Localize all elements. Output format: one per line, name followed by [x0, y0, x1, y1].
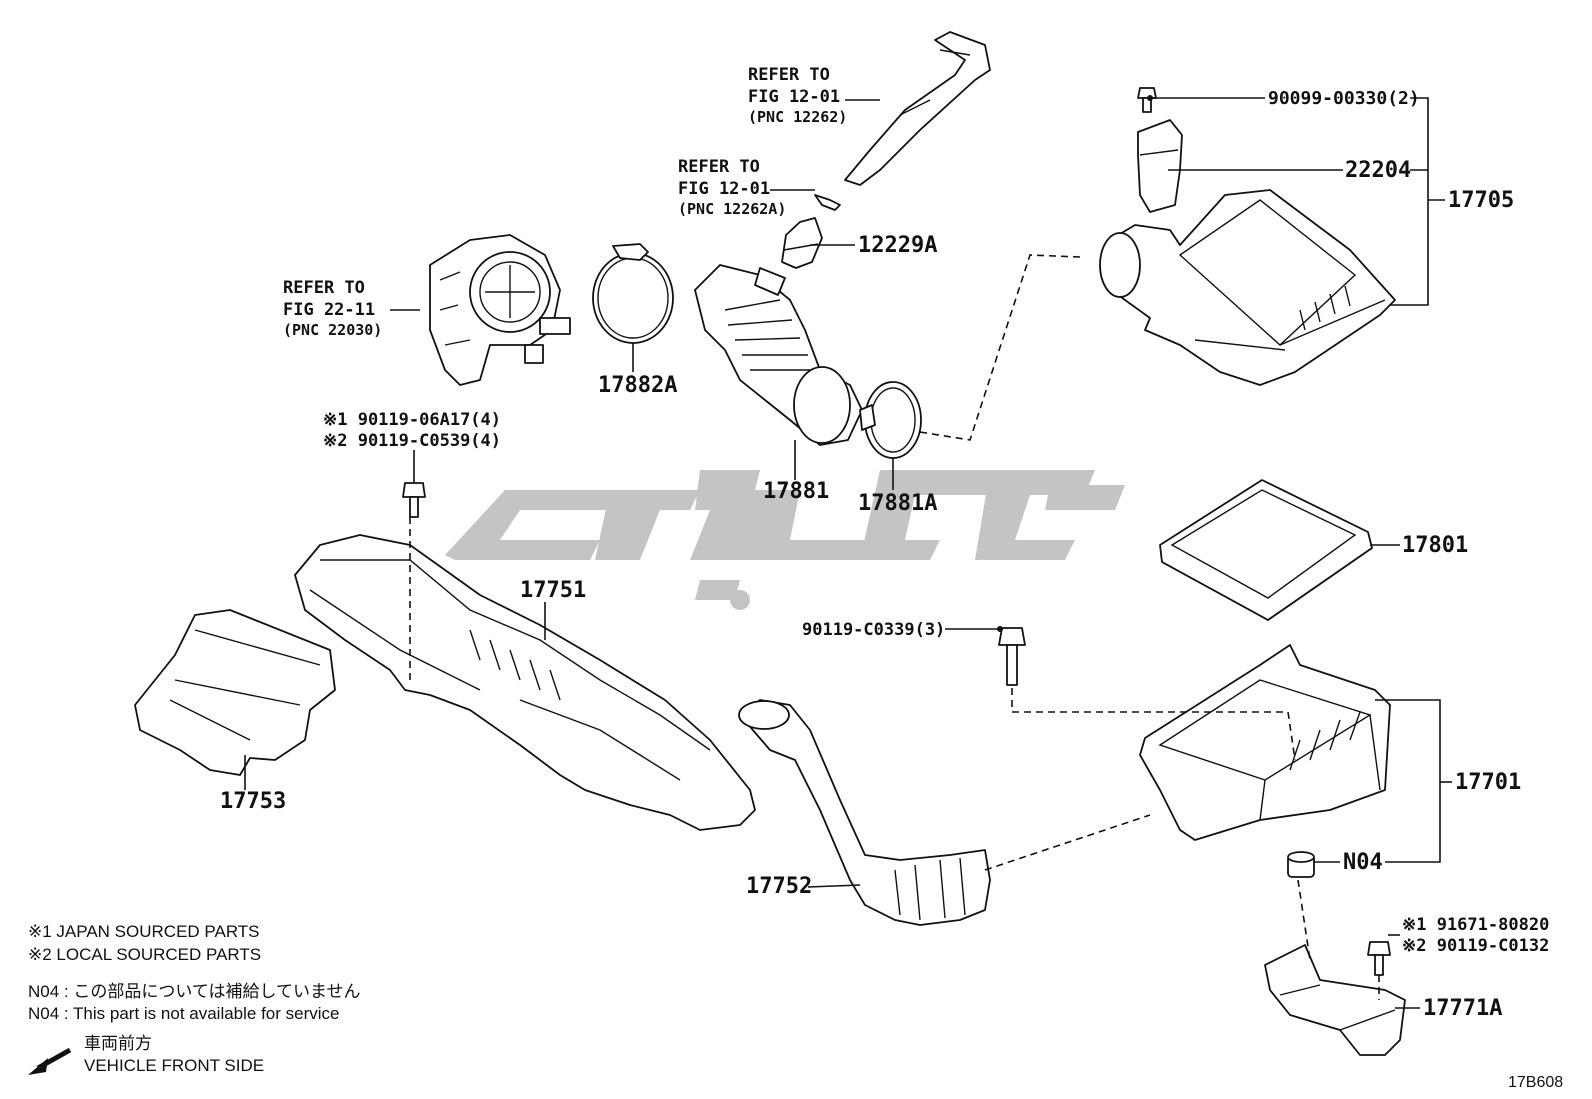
- dashed-guides: [409, 254, 1380, 1000]
- bolt-90119-C0339: [998, 627, 1026, 686]
- label-bolt-bottom-1: ※1 91671-80820: [1402, 915, 1549, 935]
- cover-17753: [134, 609, 336, 776]
- ref-clip-line2: FIG 12-01: [678, 179, 770, 199]
- throttle-body: [429, 234, 571, 386]
- label-17771A: 17771A: [1423, 996, 1502, 1021]
- label-bolt-bottom-2: ※2 90119-C0132: [1402, 936, 1549, 956]
- ref-clip-line1: REFER TO: [678, 157, 760, 177]
- bracket-17771A: [1264, 944, 1406, 1056]
- label-17705: 17705: [1448, 188, 1514, 213]
- ref-throttle-line3: (PNC 22030): [283, 321, 382, 339]
- legend-n04-en: N04 : This part is not available for ser…: [28, 1004, 340, 1023]
- filter-element-17801: [1159, 479, 1373, 621]
- legend-n04-jp: N04 : この部品については補給していません: [28, 982, 361, 1001]
- label-17753: 17753: [220, 789, 286, 814]
- label-bolt-top-1: ※1 90119-06A17(4): [323, 410, 501, 430]
- sensor-22204: [1137, 119, 1183, 213]
- clip-12262A: [814, 194, 841, 211]
- label-N04: N04: [1343, 850, 1383, 875]
- label-17751: 17751: [520, 578, 586, 603]
- ref-clip-line3: (PNC 12262A): [678, 200, 786, 218]
- label-17801: 17801: [1402, 533, 1468, 558]
- ref-hose-line3: (PNC 12262): [748, 108, 847, 126]
- hose-17881: [694, 264, 863, 446]
- part-12229A: [781, 217, 823, 269]
- label-17881: 17881: [763, 479, 829, 504]
- ref-throttle-line1: REFER TO: [283, 278, 365, 298]
- bolt-bottom: [1367, 941, 1391, 976]
- leader-lines: [244, 95, 1452, 1009]
- label-90119-C0339: 90119-C0339(3): [802, 620, 945, 640]
- label-bolt-top-2: ※2 90119-C0539(4): [323, 431, 501, 451]
- arrow-left-icon: [28, 1047, 72, 1075]
- air-cleaner-case: [1139, 644, 1391, 841]
- legend-front-en: VEHICLE FRONT SIDE: [84, 1056, 264, 1075]
- watermark-logo: [445, 470, 1125, 610]
- label-17881A: 17881A: [858, 491, 937, 516]
- label-22204: 22204: [1345, 158, 1411, 183]
- air-cleaner-cap: [1099, 189, 1396, 386]
- ref-hose-line2: FIG 12-01: [748, 87, 840, 107]
- label-17752: 17752: [746, 874, 812, 899]
- screw-90099: [1137, 87, 1157, 113]
- clamp-17882A: [592, 243, 674, 344]
- legend-note-1: ※1 JAPAN SOURCED PARTS: [28, 922, 260, 941]
- label-17701: 17701: [1455, 770, 1521, 795]
- ref-throttle-line2: FIG 22-11: [283, 300, 375, 320]
- duct-17751: [294, 534, 756, 831]
- ref-hose-line1: REFER TO: [748, 65, 830, 85]
- label-12229A: 12229A: [858, 233, 937, 258]
- label-90099-00330: 90099-00330(2): [1268, 88, 1420, 109]
- legend-front-jp: 車両前方: [84, 1034, 152, 1053]
- duct-17752: [738, 699, 991, 926]
- bolt-90119-06A17: [402, 482, 426, 518]
- hose-12262: [844, 31, 991, 186]
- grommet-N04: [1287, 851, 1315, 878]
- label-17882A: 17882A: [598, 373, 677, 398]
- clamp-17881A: [859, 381, 922, 459]
- diagram-code: 17B608: [1508, 1074, 1563, 1091]
- legend-note-2: ※2 LOCAL SOURCED PARTS: [28, 945, 261, 964]
